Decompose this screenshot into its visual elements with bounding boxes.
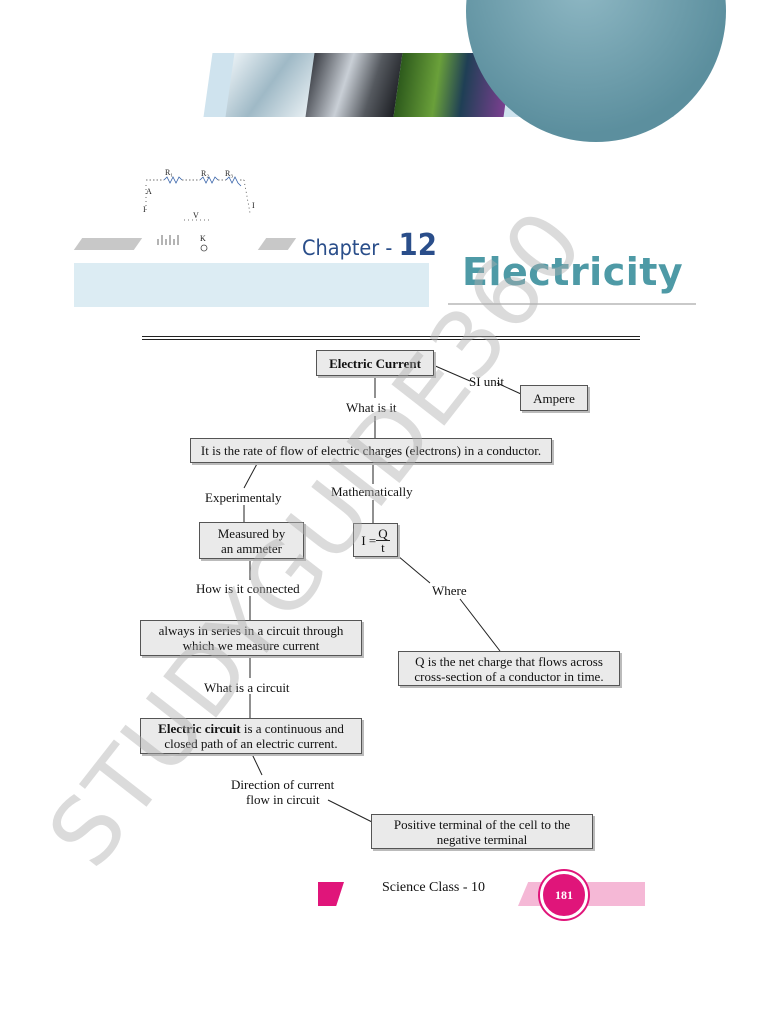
- page-number-badge: 181: [540, 871, 588, 919]
- si-unit-label: SI unit: [469, 374, 505, 389]
- direction-text: Positive terminal of the cell to the neg…: [393, 816, 571, 847]
- circuit-term: Electric circuit: [158, 721, 241, 736]
- chapter-band: [74, 263, 429, 307]
- definition-text: It is the rate of flow of electric charg…: [200, 443, 542, 458]
- direction-label-2: flow in circuit: [246, 792, 320, 807]
- ampere-text: Ampere: [533, 390, 575, 406]
- q-definition-box: Q is the net charge that flows across cr…: [398, 651, 620, 686]
- chapter-number: 12: [398, 228, 437, 263]
- direction-box: Positive terminal of the cell to the neg…: [371, 814, 593, 849]
- current-right-label: I: [252, 201, 255, 210]
- ammeter-box: Measured by an ammeter: [199, 522, 304, 559]
- formula-numerator: Q: [376, 525, 390, 541]
- current-left-label: I: [143, 205, 146, 214]
- r1-label: R₁: [165, 168, 173, 177]
- definition-box: It is the rate of flow of electric charg…: [190, 438, 552, 463]
- ammeter-label: A: [146, 187, 152, 196]
- series-text: always in series in a circuit through wh…: [158, 623, 344, 653]
- electric-current-box: Electric Current: [316, 350, 434, 376]
- ampere-box: Ampere: [520, 385, 588, 411]
- title-underline: [448, 303, 696, 305]
- top-rule-2: [142, 339, 640, 340]
- circuit-text: Electric circuit is a continuous and clo…: [149, 721, 353, 751]
- where-label: Where: [432, 583, 467, 598]
- series-box: always in series in a circuit through wh…: [140, 620, 362, 656]
- formula-lhs: I =: [361, 532, 377, 548]
- formula-fraction: Q t: [376, 525, 390, 555]
- what-is-it-label: What is it: [346, 400, 397, 415]
- ammeter-text: Measured by an ammeter: [217, 525, 286, 556]
- top-rule-1: [142, 336, 640, 337]
- formula-box: I = Q t: [353, 523, 398, 557]
- direction-label-1: Direction of current: [231, 777, 335, 792]
- circuit-diagram: R₁ R₂ R₃ A I I V K: [143, 168, 255, 252]
- what-circuit-label: What is a circuit: [204, 680, 290, 695]
- q-definition-text: Q is the net charge that flows across cr…: [414, 653, 604, 684]
- r3-label: R₃: [225, 169, 233, 178]
- key-label: K: [200, 234, 206, 243]
- mathematically-label: Mathematically: [331, 484, 413, 499]
- page-title: Electricity: [462, 250, 684, 294]
- how-connected-label: How is it connected: [196, 581, 300, 596]
- r2-label: R₂: [201, 169, 209, 178]
- circuit-definition: is a continuous and closed path of an el…: [164, 721, 344, 751]
- formula-denominator: t: [381, 539, 385, 555]
- circuit-box: Electric circuit is a continuous and clo…: [140, 718, 362, 754]
- voltmeter-label: V: [193, 211, 199, 220]
- chapter-label: Chapter - 12: [302, 228, 437, 263]
- electric-current-text: Electric Current: [329, 355, 421, 371]
- chapter-prefix: Chapter -: [302, 236, 399, 260]
- experimentally-label: Experimentaly: [205, 490, 282, 505]
- footer-text: Science Class - 10: [382, 880, 486, 895]
